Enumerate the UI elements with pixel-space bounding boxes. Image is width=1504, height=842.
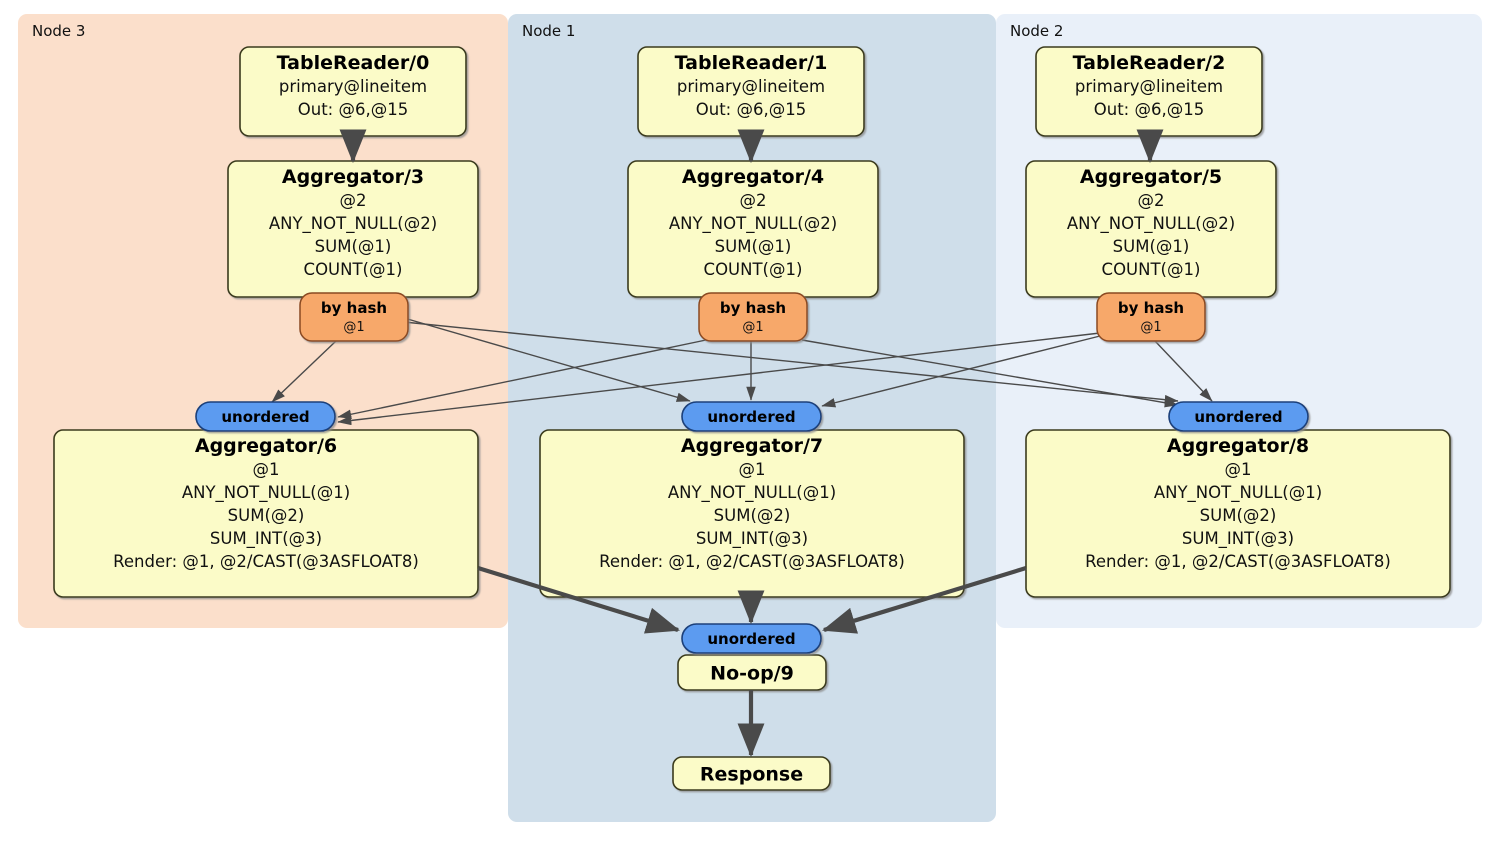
router-column: @1 (343, 320, 364, 335)
box-title: Aggregator/4 (682, 166, 824, 188)
box-detail-line: @2 (340, 191, 367, 210)
box-title: Aggregator/6 (195, 435, 337, 457)
router-label: by hash (321, 299, 387, 317)
router-byhash3[interactable]: by hash @1 (299, 292, 409, 342)
box-detail-line: COUNT(@1) (704, 260, 803, 279)
node-panel-label: Node 1 (522, 22, 575, 40)
box-title: Aggregator/5 (1080, 166, 1222, 188)
edge-byhash4-unordered-left (337, 339, 707, 419)
sync-unordered-final[interactable]: unordered (681, 623, 822, 654)
edge-byhash5-unordered-left (337, 332, 1101, 426)
box-detail-line: @1 (739, 460, 766, 479)
box-title: Aggregator/3 (282, 166, 424, 188)
box-detail-line: Out: @6,@15 (1094, 100, 1204, 119)
box-detail-line: @1 (1225, 460, 1252, 479)
router-label: by hash (720, 299, 786, 317)
box-detail-line: ANY_NOT_NULL(@2) (269, 214, 437, 234)
box-detail-line: primary@lineitem (279, 77, 427, 96)
box-detail-line: ANY_NOT_NULL(@2) (1067, 214, 1235, 234)
sync-label: unordered (221, 408, 309, 426)
router-column: @1 (1140, 320, 1161, 335)
box-detail-line: @2 (1138, 191, 1165, 210)
box-detail-line: Render: @1, @2/CAST(@3ASFLOAT8) (1085, 552, 1391, 571)
box-title: TableReader/0 (277, 52, 430, 74)
stream-edges (339, 129, 1164, 758)
sync-unordered-center[interactable]: unordered (681, 401, 822, 432)
box-response[interactable]: Response (672, 756, 831, 791)
edge-byhash3-unordered-left (271, 340, 337, 403)
box-title: Response (700, 764, 803, 786)
box-detail-line: SUM(@1) (715, 237, 792, 256)
box-detail-line: Render: @1, @2/CAST(@3ASFLOAT8) (113, 552, 419, 571)
box-title: TableReader/2 (1073, 52, 1226, 74)
box-title: No-op/9 (710, 663, 794, 685)
edge-byhash5-unordered-center (821, 335, 1101, 408)
box-detail-line: SUM(@1) (315, 237, 392, 256)
box-detail-line: SUM(@2) (228, 506, 305, 525)
sync-label: unordered (707, 408, 795, 426)
box-detail-line: ANY_NOT_NULL(@2) (669, 214, 837, 234)
box-detail-line: ANY_NOT_NULL(@1) (182, 483, 350, 503)
box-detail-line: SUM(@2) (714, 506, 791, 525)
box-detail-line: SUM(@1) (1113, 237, 1190, 256)
box-detail-line: SUM(@2) (1200, 506, 1277, 525)
box-detail-line: @1 (253, 460, 280, 479)
box-detail-line: Render: @1, @2/CAST(@3ASFLOAT8) (599, 552, 905, 571)
box-detail-line: SUM_INT(@3) (210, 529, 322, 549)
edge-agg8-final (821, 565, 1027, 634)
box-title: Aggregator/8 (1167, 435, 1309, 457)
box-detail-line: COUNT(@1) (304, 260, 403, 279)
box-detail-line: ANY_NOT_NULL(@1) (1154, 483, 1322, 503)
node-panel-label: Node 2 (1010, 22, 1063, 40)
edge-byhash4-unordered-right (801, 339, 1179, 408)
router-byhash5[interactable]: by hash @1 (1096, 292, 1206, 342)
box-detail-line: ANY_NOT_NULL(@1) (668, 483, 836, 503)
box-detail-line: primary@lineitem (677, 77, 825, 96)
box-detail-line: SUM_INT(@3) (696, 529, 808, 549)
edge-agg6-final (477, 565, 681, 634)
box-detail-line: Out: @6,@15 (298, 100, 408, 119)
box-title: TableReader/1 (675, 52, 828, 74)
box-noop9[interactable]: No-op/9 (677, 654, 827, 691)
router-label: by hash (1118, 299, 1184, 317)
edge-byhash3-unordered-center (403, 317, 691, 402)
router-column: @1 (742, 320, 763, 335)
box-detail-line: @2 (740, 191, 767, 210)
box-detail-line: COUNT(@1) (1102, 260, 1201, 279)
box-detail-line: SUM_INT(@3) (1182, 529, 1294, 549)
hash-router-edges (271, 317, 1213, 426)
box-detail-line: primary@lineitem (1075, 77, 1223, 96)
box-title: Aggregator/7 (681, 435, 823, 457)
edge-byhash5-unordered-right (1154, 340, 1213, 402)
unordered-synchronizers: unordered unordered unordered unordered (195, 401, 1309, 654)
node-panel-label: Node 3 (32, 22, 85, 40)
router-byhash4[interactable]: by hash @1 (698, 292, 808, 342)
sync-unordered-right[interactable]: unordered (1168, 401, 1309, 432)
edge-byhash3-unordered-right (403, 321, 1179, 405)
box-detail-line: Out: @6,@15 (696, 100, 806, 119)
sync-label: unordered (1194, 408, 1282, 426)
sync-unordered-left[interactable]: unordered (195, 401, 336, 432)
by-hash-routers: by hash @1 by hash @1 by hash @1 (299, 292, 1206, 342)
sync-label: unordered (707, 630, 795, 648)
